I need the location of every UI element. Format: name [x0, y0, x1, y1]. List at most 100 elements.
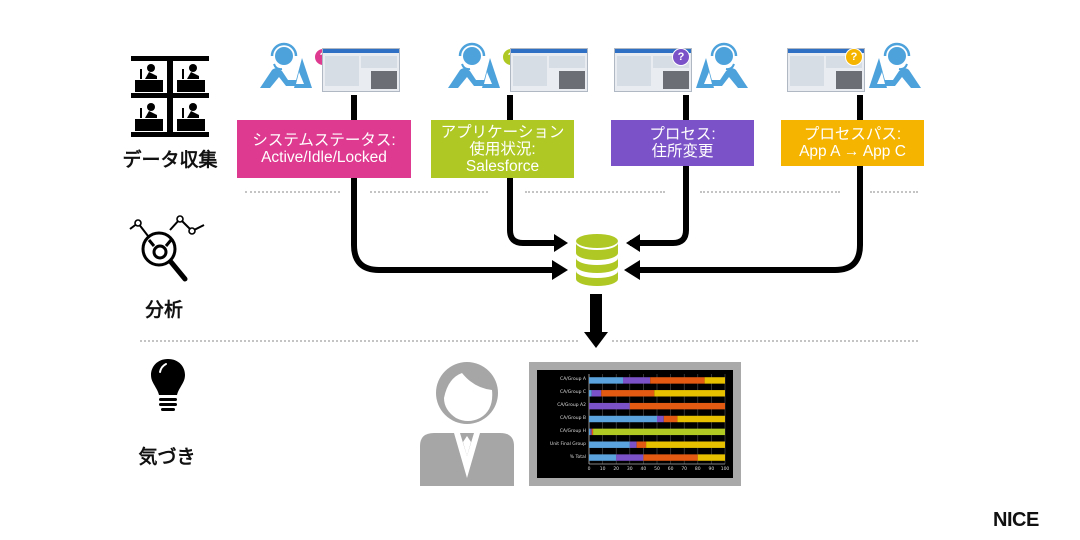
x-tick-label: 20: [613, 467, 620, 472]
bar-segment: [629, 441, 637, 448]
separator-2a: [140, 340, 578, 342]
bar-segment: [616, 454, 644, 461]
office-workers-icon: [131, 56, 209, 137]
source-box-line1: アプリケーション: [440, 123, 565, 141]
bar-segment: [589, 377, 623, 384]
chart-plot: [588, 374, 726, 465]
stage-label-analyze: 分析: [144, 299, 183, 321]
x-tick-label: 30: [626, 467, 633, 472]
source-box-line1: システムステータス:: [252, 132, 396, 149]
down-arrow-shaft: [590, 294, 602, 334]
bar-segment: [629, 402, 725, 410]
x-tick-label: 40: [640, 467, 647, 472]
source-box-line1: プロセスパス:: [803, 126, 902, 143]
arrowhead-2: [554, 234, 568, 252]
headset-agent-icon: [260, 42, 312, 88]
bar-segment: [591, 390, 602, 397]
source-box-system-status: システムステータス: Active/Idle/Locked: [237, 120, 411, 178]
category-label: Unit Final Group: [549, 441, 586, 447]
arrowhead-1: [552, 260, 568, 280]
source-box-line2: 住所変更: [651, 143, 714, 160]
bar-segment: [589, 441, 630, 448]
category-label: CA/Group A2: [557, 403, 586, 409]
bar-segment: [591, 428, 594, 436]
bar-segment: [589, 415, 657, 423]
x-tick-label: 60: [667, 467, 674, 472]
arrowhead-3: [626, 234, 640, 252]
agent-workstation-3: ?: [614, 42, 754, 96]
screenshot-thumbnail: [510, 48, 588, 92]
bar-segment: [643, 454, 698, 461]
connector-2: [507, 95, 562, 246]
screenshot-thumbnail: [614, 48, 692, 92]
connector-1: [351, 95, 560, 273]
headset-agent-icon: [448, 42, 500, 88]
headset-agent-icon: [696, 42, 748, 88]
source-box-process: プロセス: 住所変更: [611, 120, 754, 166]
separator-1e: [870, 191, 918, 193]
bar-segment: [677, 415, 725, 423]
separator-1a: [245, 191, 340, 193]
source-box-line2: 使用状況:: [469, 140, 536, 158]
category-label: CA/Group B: [560, 416, 586, 421]
connector-4: [632, 95, 863, 273]
stage-label-insight: 気づき: [138, 446, 196, 468]
arrowhead-4: [624, 260, 640, 280]
screenshot-thumbnail: [322, 48, 400, 92]
logo-text: NICE: [993, 509, 1039, 531]
bar-segment: [601, 390, 655, 397]
bar-segment: [593, 428, 725, 436]
bar-segment: [697, 454, 725, 461]
source-box-line2: Active/Idle/Locked: [261, 149, 387, 166]
bar-segment: [590, 428, 592, 436]
headset-agent-icon: [869, 42, 921, 88]
x-tick-label: 80: [694, 467, 701, 472]
x-tick-label: 0: [587, 467, 591, 472]
stacked-bar-chart: CA/Group A CA/Group C CA/Group A2 CA/Group …: [537, 370, 733, 478]
category-label: CA/Group H: [559, 428, 586, 434]
source-box-app-usage: アプリケーション 使用状況: Salesforce: [431, 120, 574, 178]
source-box-line1: プロセス:: [649, 126, 716, 143]
separator-1c: [525, 191, 665, 193]
bar-segment: [704, 377, 725, 384]
agent-workstation-4: ?: [787, 42, 927, 96]
x-tick-label: 10: [599, 467, 606, 472]
source-box-process-path: プロセスパス: App A → App C: [781, 120, 924, 166]
question-badge: ?: [845, 48, 863, 66]
category-label: CA/Group C: [559, 390, 586, 396]
bar-segment: [589, 454, 617, 461]
down-arrow-head: [584, 332, 608, 348]
category-label: CA/Group A: [560, 377, 586, 383]
bar-segment: [589, 402, 630, 410]
separator-1d: [700, 191, 840, 193]
question-badge: ?: [672, 48, 690, 66]
bar-segment: [657, 415, 664, 423]
stage-label-collect: データ収集: [122, 149, 218, 171]
bar-segment: [623, 377, 651, 384]
bar-segment: [646, 441, 725, 448]
x-tick-label: 70: [681, 467, 688, 472]
separator-2b: [612, 340, 918, 342]
bar-segment: [663, 415, 678, 423]
nice-logo: NICE: [993, 509, 1039, 532]
source-box-line3: Salesforce: [465, 157, 540, 175]
dashboard-monitor: CA/Group A CA/Group C CA/Group A2 CA/Group …: [529, 362, 741, 486]
x-tick-label: 90: [708, 467, 715, 472]
bar-segment: [589, 390, 592, 397]
category-label: % Total: [569, 454, 586, 460]
agent-workstation-2: ?: [446, 42, 588, 96]
bar-segment: [589, 428, 591, 436]
connector-3: [630, 95, 689, 246]
business-person-icon: [420, 362, 514, 486]
database-icon: [576, 234, 618, 286]
x-tick-label: 50: [654, 467, 660, 472]
separator-1b: [370, 191, 488, 193]
lightbulb-icon: [151, 359, 185, 411]
magnifier-analytics-icon: [129, 215, 205, 282]
bar-segment: [636, 441, 647, 448]
agent-workstation-1: ?: [258, 42, 400, 96]
bar-segment: [654, 390, 725, 397]
x-tick-label: 100: [720, 467, 730, 472]
bar-segment: [650, 377, 705, 384]
